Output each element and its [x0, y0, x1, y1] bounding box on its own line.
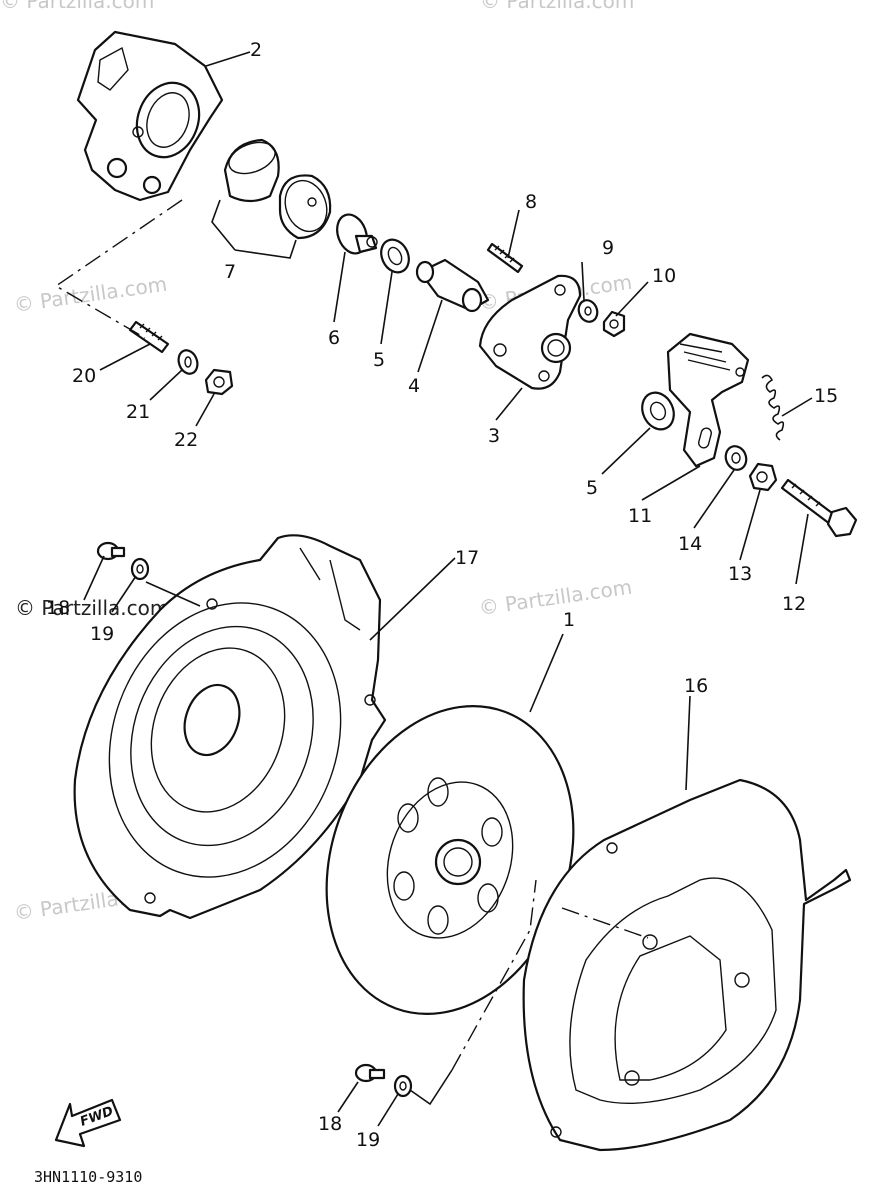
watermark-upper-left: © Partzilla.com — [12, 272, 168, 317]
part-5-bearing-upper — [380, 238, 410, 274]
fwd-arrow: FWD — [54, 1098, 122, 1148]
watermark-top-left: © Partzilla.com — [0, 0, 154, 13]
callout-17: 17 — [455, 547, 479, 569]
assembly-axis-lines — [54, 199, 649, 1071]
callout-15: 15 — [814, 385, 838, 407]
callout-21: 21 — [126, 401, 150, 423]
part-18-bolt-upper — [96, 541, 126, 561]
callout-20: 20 — [72, 365, 96, 387]
callout-19-lower: 19 — [356, 1129, 380, 1151]
leader-lines — [83, 51, 813, 1127]
callout-11: 11 — [628, 505, 652, 527]
callout-6: 6 — [328, 327, 340, 349]
part-11-brake-arm — [666, 332, 750, 468]
callout-13: 13 — [728, 563, 752, 585]
part-12-bolt — [780, 478, 858, 538]
part-4-adjuster — [415, 258, 490, 313]
watermark-mid-left: © Partzilla.com — [15, 596, 169, 620]
part-7-pistons — [223, 138, 332, 240]
callout-5-upper: 5 — [373, 349, 385, 371]
part-1-brake-disc — [325, 705, 575, 1015]
part-6-seal — [336, 213, 378, 255]
part-13-nut — [748, 462, 778, 492]
callout-14: 14 — [678, 533, 702, 555]
part-15-spring — [761, 374, 785, 441]
callout-19-upper: 19 — [90, 623, 114, 645]
part-21-washer — [177, 349, 199, 375]
callout-22: 22 — [174, 429, 198, 451]
diagram-code: 3HN1110-9310 — [34, 1168, 142, 1186]
part-9-washer — [577, 299, 599, 323]
callout-10: 10 — [652, 265, 676, 287]
callout-2: 2 — [250, 39, 262, 61]
callout-numbers: 2 7 6 5 4 3 8 9 10 20 21 22 15 5 11 14 1… — [46, 39, 838, 1151]
part-5-bearing-lower — [641, 391, 675, 431]
callout-18-lower: 18 — [318, 1113, 342, 1135]
part-20-stud — [128, 320, 170, 354]
callout-7: 7 — [224, 261, 236, 283]
part-19-washer-lower — [393, 1074, 413, 1098]
part-16-backing-plate — [522, 778, 852, 1152]
part-17-housing — [73, 534, 387, 920]
callout-4: 4 — [408, 375, 420, 397]
part-19-washer-upper — [130, 557, 150, 581]
callout-5-lower: 5 — [586, 477, 598, 499]
callout-12: 12 — [782, 593, 806, 615]
part-8-stud — [486, 242, 524, 274]
callout-1: 1 — [563, 609, 575, 631]
callout-8: 8 — [525, 191, 537, 213]
part-3-cover-plate — [478, 274, 582, 390]
callout-3: 3 — [488, 425, 500, 447]
callout-18-upper: 18 — [46, 597, 70, 619]
part-18-bolt-lower — [354, 1063, 386, 1083]
part-22-nut — [204, 368, 234, 396]
part-2-caliper-bracket — [76, 30, 224, 202]
watermark-middle-right: © Partzilla.com — [477, 575, 633, 620]
watermark-top-right: © Partzilla.com — [480, 0, 634, 13]
part-10-nut — [602, 310, 626, 338]
callout-9: 9 — [602, 237, 614, 259]
callout-16: 16 — [684, 675, 708, 697]
part-14-washer — [724, 445, 748, 471]
